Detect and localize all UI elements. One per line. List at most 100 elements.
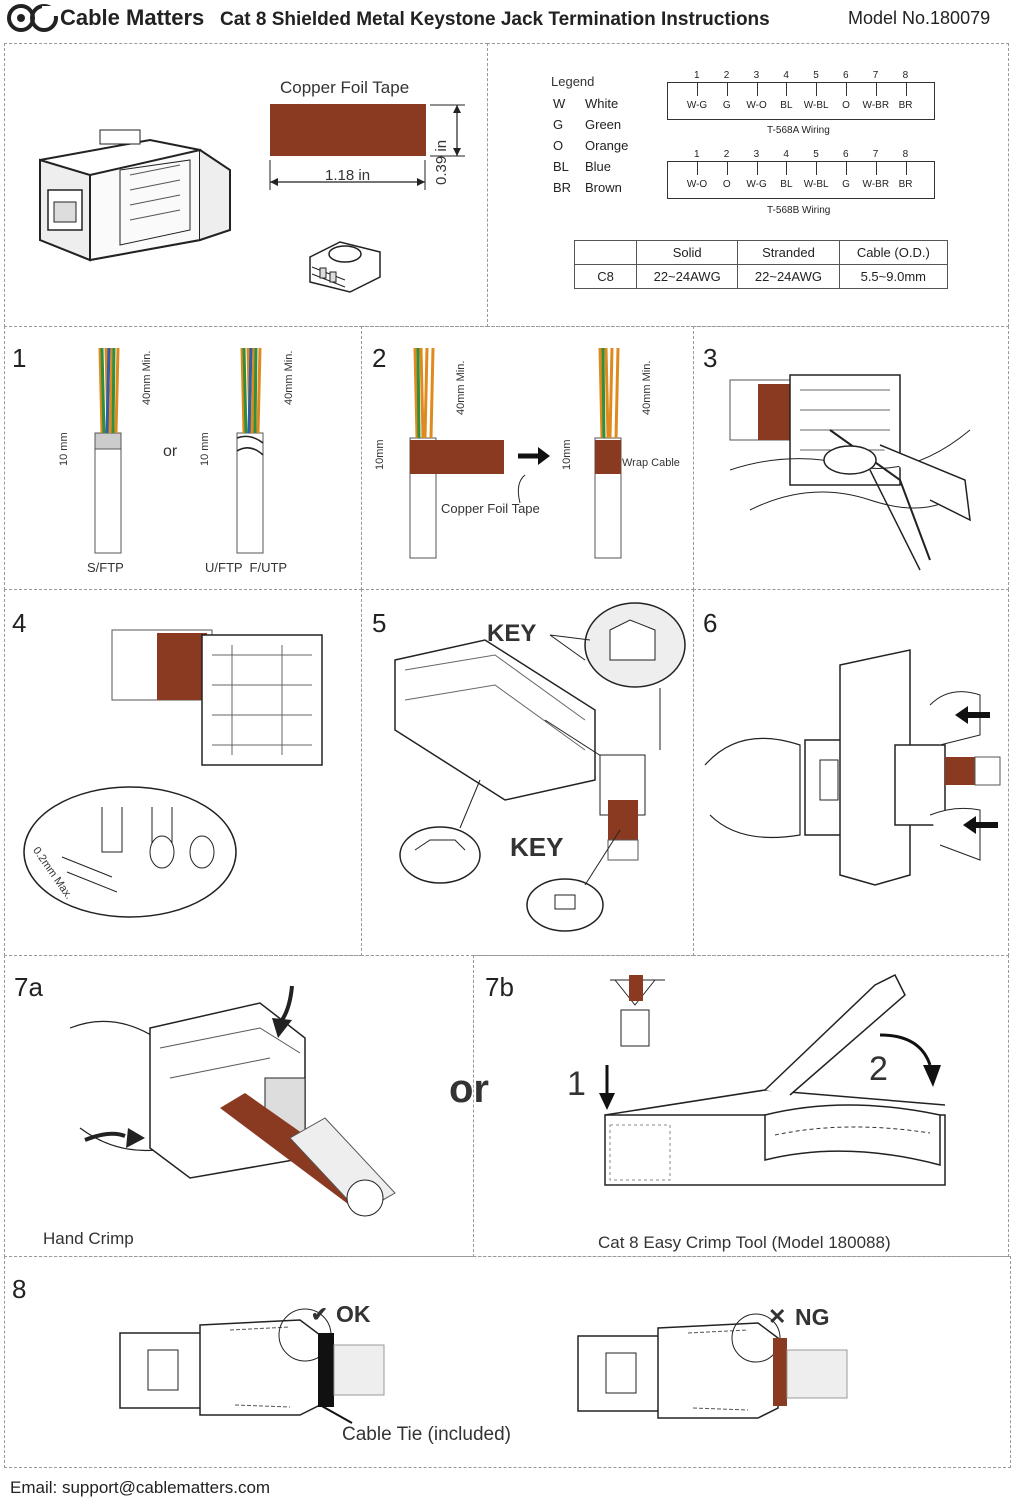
wiring-pin-label: W-G [686, 100, 708, 111]
wiring-pin-number: 1 [694, 149, 700, 160]
wiring-pin-line [905, 82, 907, 96]
step-7b-number: 7b [485, 972, 514, 1002]
step-5-key-top: KEY [487, 620, 537, 647]
cable-matters-logo-icon [7, 4, 60, 32]
wiring-pin-number: 2 [723, 149, 730, 160]
step-2-len-bottom-right: 10mm [561, 439, 573, 470]
ng-assembly-illustration [577, 1313, 848, 1419]
gap-detail-illustration [23, 786, 237, 918]
header: Cable Matters Cat 8 Shielded Metal Keyst… [0, 0, 1013, 40]
ok-assembly-illustration [119, 1308, 385, 1424]
step-3-number: 3 [703, 343, 718, 373]
tape-height-label: 0.39 in [433, 139, 450, 185]
wiring-pin-number: 6 [843, 70, 849, 81]
sftp-cable-illustration [94, 347, 122, 554]
step-1-right-caption: U/FTP F/UTP [205, 560, 288, 575]
spec-header-row: Solid Stranded Cable (O.D.) [574, 240, 949, 265]
wiring-pin-label: W-BL [803, 100, 829, 111]
wiring-pin-line [726, 161, 728, 175]
step-2-len-top-left: 40mm Min. [455, 360, 467, 415]
step-7a-number: 7a [14, 972, 43, 1002]
step-2-len-top-right: 40mm Min. [641, 360, 653, 415]
wiring-pin-line [786, 161, 788, 175]
wiring-pin-label: O [722, 179, 731, 190]
wiring-pin-label: W-BL [803, 179, 829, 190]
copper-tape-swatch [270, 104, 426, 156]
taped-cable-illustration [409, 347, 622, 559]
step-5-number: 5 [372, 608, 387, 638]
wiring-pin-number: 3 [753, 149, 760, 160]
step-7a-caption: Hand Crimp [43, 1229, 134, 1248]
wire-seating-illustration [111, 629, 323, 766]
wiring-pin-line [816, 161, 818, 175]
wiring-pin-label: O [842, 100, 850, 111]
t568a-caption: T-568A Wiring [767, 125, 830, 136]
step-1-len-bottom-left: 10 mm [58, 432, 70, 466]
wiring-pin-label: BL [780, 100, 793, 111]
step-1-len-top-right: 40mm Min. [283, 350, 295, 405]
cap-pressing-illustration [704, 649, 1001, 886]
step-7b-caption: Cat 8 Easy Crimp Tool (Model 180088) [598, 1233, 891, 1252]
legend-title: Legend [551, 74, 595, 89]
tape-width-label: 1.18 in [325, 167, 371, 184]
step-2-len-bottom-left: 10mm [374, 439, 386, 470]
wiring-pin-label: W-BR [862, 100, 890, 111]
wiring-pin-label: W-O [686, 179, 708, 190]
wiring-pin-line [756, 82, 758, 96]
step-7b-arrow-2-label: 2 [869, 1050, 888, 1088]
wiring-pin-line [846, 82, 847, 96]
wiring-pin-number: 3 [753, 70, 760, 81]
step-8-cable-tie-label: Cable Tie (included) [342, 1424, 511, 1445]
keystone-jack-illustration [39, 129, 231, 262]
wiring-pin-number: 6 [843, 149, 849, 160]
wiring-pin-label: G [722, 100, 731, 111]
step-8-ok-mark: ✔ [311, 1304, 328, 1326]
wiring-pin-label: BR [898, 100, 913, 111]
wiring-pin-number: 1 [694, 70, 700, 81]
step-1-left-caption: S/FTP [87, 560, 124, 575]
wiring-pin-number: 4 [783, 149, 789, 160]
key-alignment-illustration [394, 602, 686, 932]
wiring-pin-number: 5 [813, 70, 819, 81]
step-1-number: 1 [12, 343, 27, 373]
wiring-pin-line [726, 82, 728, 96]
wiring-pin-label: BL [780, 179, 793, 190]
utp-cable-illustration [236, 347, 264, 554]
page-title: Cat 8 Shielded Metal Keystone Jack Termi… [220, 9, 770, 30]
step-5-key-bottom: KEY [510, 832, 564, 862]
wiring-pin-line [697, 161, 698, 175]
step-1-len-top-left: 40mm Min. [141, 350, 153, 405]
t568b-caption: T-568B Wiring [767, 205, 831, 216]
wire-cutting-illustration [729, 374, 971, 571]
step-1-len-bottom-right: 10 mm [199, 432, 211, 466]
step-2-wrap-label: Wrap Cable [622, 457, 680, 469]
support-email: Email: support@cablematters.com [10, 1478, 271, 1497]
wiring-pin-label: G [842, 179, 850, 190]
wiring-pin-line [875, 161, 877, 175]
wiring-pin-number: 7 [872, 149, 879, 160]
step-7b-arrow-1-label: 1 [567, 1065, 586, 1103]
step-2-tape-label: Copper Foil Tape [441, 501, 540, 516]
hand-crimp-illustration [69, 985, 396, 1217]
model-number: Model No.180079 [848, 8, 991, 28]
step-1-or: or [163, 443, 178, 460]
wiring-pin-line [875, 82, 877, 96]
step-2-number: 2 [372, 343, 387, 373]
wiring-pin-label: W-O [746, 100, 767, 111]
wiring-pin-number: 2 [723, 70, 730, 81]
wiring-pin-line [786, 82, 788, 96]
brand-name: Cable Matters [60, 5, 205, 30]
wiring-pin-line [846, 161, 847, 175]
wiring-pin-line [816, 82, 818, 96]
wiring-pin-number: 7 [872, 70, 879, 81]
wiring-pin-line [697, 82, 698, 96]
copper-tape-label: Copper Foil Tape [280, 78, 410, 97]
wiring-pin-label: W-G [746, 179, 767, 190]
step-6-number: 6 [703, 608, 718, 638]
wiring-pin-number: 5 [813, 149, 819, 160]
